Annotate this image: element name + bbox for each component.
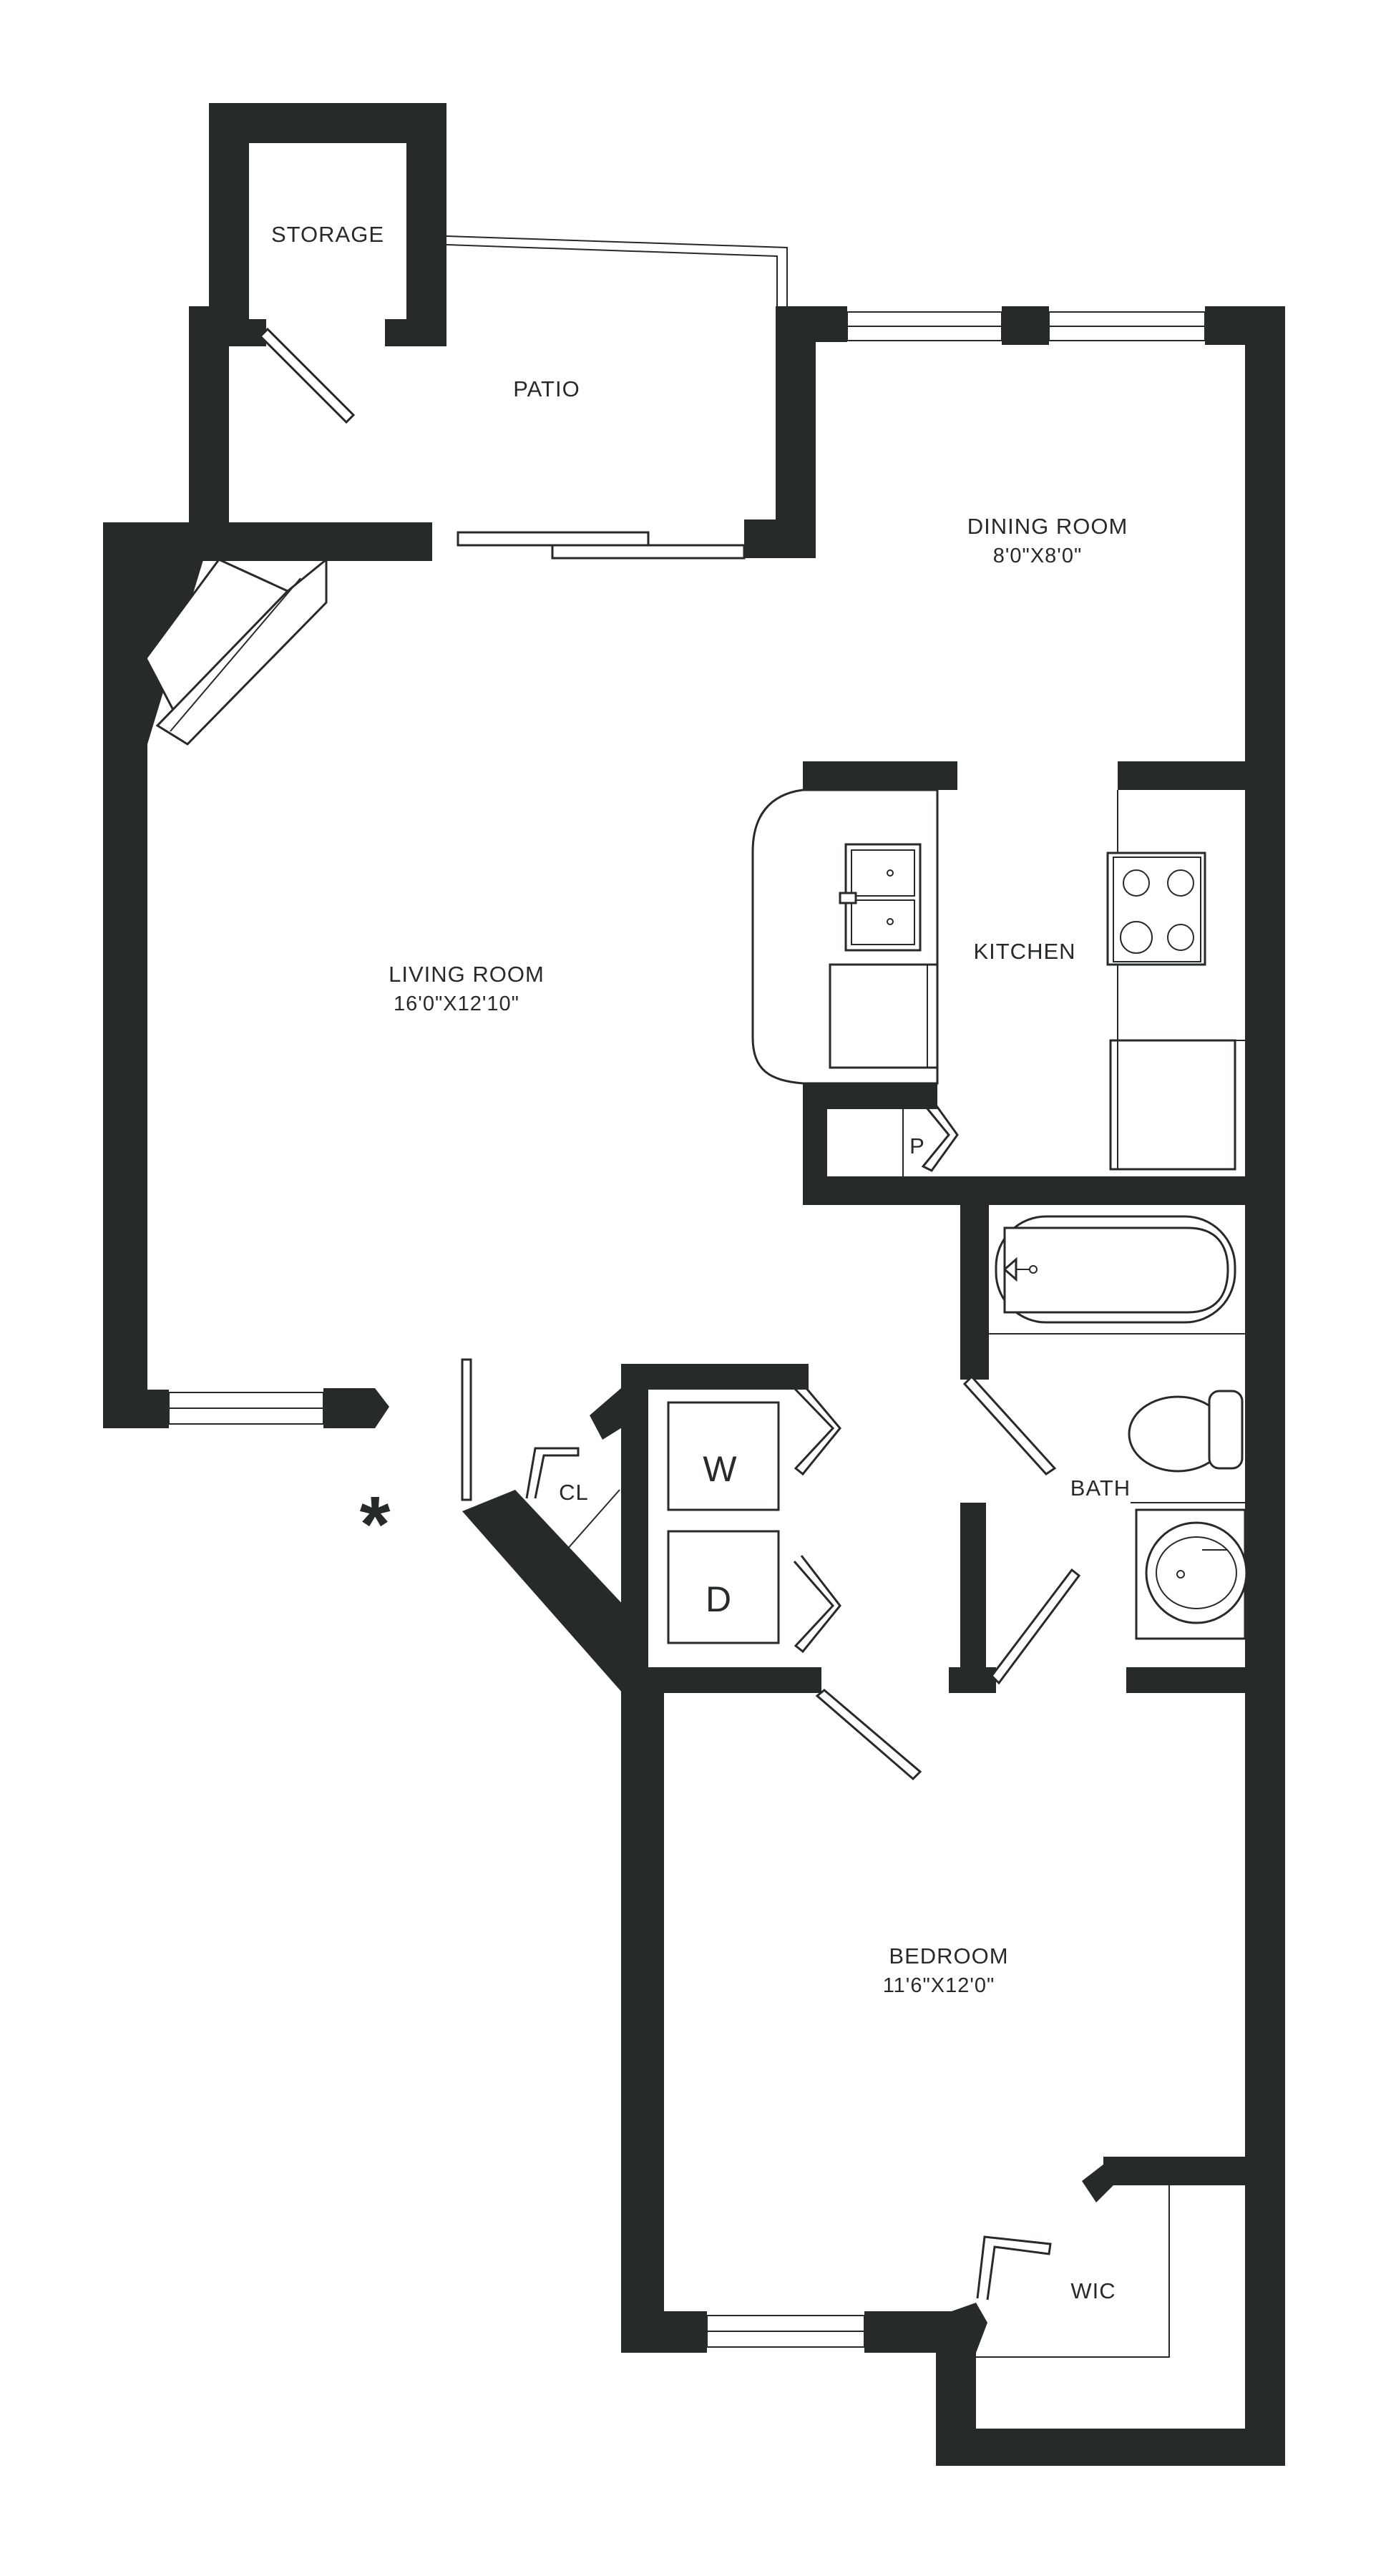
label-storage: STORAGE <box>271 222 384 247</box>
bathroom-sink-basin <box>1156 1536 1237 1609</box>
door-bath-lower[interactable] <box>990 1568 1081 1685</box>
drain-icon-2 <box>887 918 894 925</box>
wall-kitchen-bottom <box>803 1176 1285 1205</box>
wall-bay-corner <box>103 522 215 744</box>
wall-living-bottom-right <box>323 1388 389 1428</box>
door-bath[interactable] <box>962 1375 1057 1475</box>
burner-icon-2 <box>1167 869 1194 897</box>
wall-storage-right <box>406 103 446 346</box>
sliding-door-panel-1 <box>457 531 650 547</box>
fireplace <box>145 557 328 746</box>
laundry-door-lower[interactable] <box>793 1555 841 1654</box>
wall-kitchen-top-right <box>1118 761 1285 790</box>
wall-east <box>1245 306 1285 2464</box>
label-bath: BATH <box>1070 1475 1131 1501</box>
label-dining: DINING ROOM <box>967 514 1128 539</box>
sink-basin-1 <box>851 849 915 897</box>
closet-shelf <box>555 1489 620 1563</box>
door-storage[interactable] <box>258 327 356 424</box>
dim-living: 16'0"X12'10" <box>394 992 519 1015</box>
wall-storage-door-stub-right <box>385 319 446 346</box>
burner-icon-4 <box>1167 924 1194 951</box>
burner-icon-3 <box>1120 921 1153 954</box>
wall-south <box>936 2429 1285 2466</box>
entry-marker: * <box>360 1480 391 1568</box>
label-wic: WIC <box>1070 2278 1116 2303</box>
label-kitchen: KITCHEN <box>973 939 1075 964</box>
wic-shelf <box>976 2185 1170 2358</box>
door-bedroom[interactable] <box>815 1689 922 1781</box>
bath-drain-icon <box>1176 1570 1185 1579</box>
dishwasher <box>829 963 939 1069</box>
wall-bedroom-west <box>621 1667 664 2353</box>
label-washer: W <box>703 1449 737 1489</box>
wall-living-bottom-left <box>103 1390 169 1428</box>
bath-fixtures <box>995 1215 1248 1640</box>
closet-door-leaf-a[interactable] <box>525 1447 580 1499</box>
wall-dining-top-mid <box>1002 306 1049 345</box>
label-living: LIVING ROOM <box>389 962 545 987</box>
label-bedroom: BEDROOM <box>889 1943 1008 1968</box>
fireplace-box <box>155 557 328 746</box>
sink-basin-2 <box>851 899 915 945</box>
patio-rail <box>446 235 788 306</box>
wall-patio-bottom-right <box>744 519 816 558</box>
wall-storage-left <box>209 103 249 319</box>
fireplace-line <box>170 577 301 732</box>
stove-top <box>1113 857 1201 962</box>
wall-pantry-top <box>803 1083 937 1109</box>
washer <box>667 1401 780 1511</box>
labels: STORAGE PATIO DINING ROOM 8'0"X8'0" LIVI… <box>271 222 1131 2303</box>
laundry-door-upper[interactable] <box>793 1382 841 1476</box>
faucet-icon <box>839 892 857 904</box>
wall-closet-diagonal <box>462 1490 648 1693</box>
windows <box>168 235 1206 2348</box>
burner-icon-1 <box>1123 869 1150 897</box>
label-patio: PATIO <box>513 376 580 401</box>
wall-bath-bottom-left <box>949 1667 996 1693</box>
door-entry[interactable] <box>461 1358 472 1501</box>
label-pantry: P <box>909 1133 925 1158</box>
kitchen-sink <box>844 843 922 952</box>
wall-laundry-corner <box>590 1388 648 1440</box>
drain-icon-1 <box>887 869 894 877</box>
bathroom-sink <box>1145 1521 1248 1624</box>
tub-inner <box>1003 1226 1229 1314</box>
wall-kitchen-top-left <box>803 761 957 790</box>
wall-dining-top-left <box>776 306 847 342</box>
wall-patio-right <box>776 306 816 558</box>
kitchen-fixtures <box>751 789 1236 1171</box>
wall-bath-west-upper <box>960 1176 989 1380</box>
wall-wic-top-corner <box>1082 2157 1128 2202</box>
laundry <box>667 1401 780 1644</box>
patio-sliding-door[interactable] <box>457 531 746 560</box>
patio-rail-inner <box>446 244 778 306</box>
refrigerator <box>1109 1039 1236 1171</box>
wall-laundry-top <box>621 1364 809 1390</box>
toilet-tank <box>1208 1390 1244 1470</box>
tub-knob-icon <box>1029 1265 1038 1274</box>
wall-bath-west-lower <box>960 1503 986 1690</box>
sliding-door-panel-2 <box>551 544 746 560</box>
wall-bedroom-bottom-left <box>621 2311 707 2353</box>
stove <box>1106 852 1206 966</box>
walls <box>103 103 1285 2466</box>
wic-door[interactable] <box>976 2235 1052 2301</box>
pantry-door[interactable] <box>921 1098 959 1172</box>
dim-bedroom: 11'6"X12'0" <box>883 1974 995 1997</box>
wall-bath-bottom-right <box>1126 1667 1285 1693</box>
label-dryer: D <box>706 1579 731 1619</box>
wall-wic-top <box>1103 2157 1285 2185</box>
doors[interactable] <box>258 327 1081 2301</box>
wall-patio-left <box>189 306 229 522</box>
label-closet: CL <box>559 1480 589 1505</box>
dryer <box>667 1530 780 1644</box>
dim-dining: 8'0"X8'0" <box>993 545 1083 567</box>
